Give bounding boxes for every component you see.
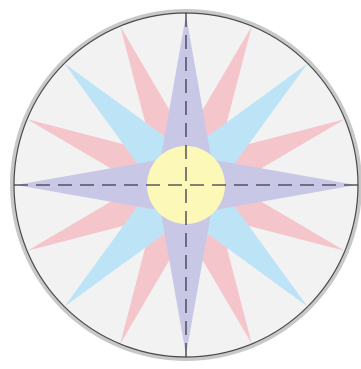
compass-rose-icon — [0, 0, 361, 369]
compass-rose-diagram — [0, 0, 361, 369]
